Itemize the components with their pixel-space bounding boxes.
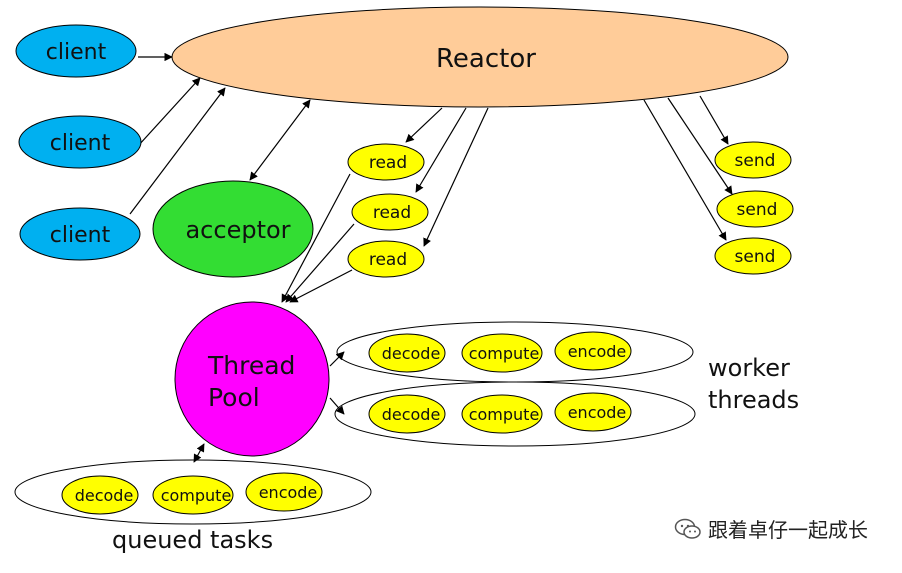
worker-2-decode-label: decode [382,405,441,424]
reactor-shape [171,6,789,108]
worker-1-decode-label: decode [382,344,441,363]
arrow-pool-worker1 [329,351,345,367]
arrow-reactor-send2 [667,97,733,195]
read-3 [347,240,425,278]
worker-1-encode [554,331,632,371]
client-2 [18,115,142,169]
connectors [129,52,733,463]
reactor-label: Reactor [436,44,536,74]
acceptor: acceptor [152,180,314,278]
client-1 [15,24,137,78]
arrow-acceptor-reactor [249,99,311,181]
worker-thread-2-container [334,381,696,447]
send-2 [716,190,794,228]
queued-decode [61,475,139,515]
worker-threads-caption-line1: worker [708,354,790,382]
acceptor-shape [152,180,314,278]
worker-2-encode-label: encode [568,403,627,422]
queued-compute [152,475,234,515]
arrow-reactor-read2 [415,107,467,193]
thread-pool: Thread Pool [174,301,330,457]
arrow-client3-reactor [129,87,226,215]
worker-2-encode [554,392,632,432]
queued-encode-label: encode [259,483,318,502]
reactor: Reactor [171,6,789,108]
worker-1-compute [461,333,543,373]
read-2-label: read [373,203,411,223]
queued-encode [245,472,323,512]
arrow-read1-pool [281,173,351,303]
read-1 [347,143,425,181]
client-3-label: client [50,223,111,248]
send-1-label: send [735,151,776,171]
send-3 [714,237,792,275]
arrow-read2-pool [285,223,355,303]
arrow-pool-worker2 [329,397,345,415]
read-2 [351,193,429,231]
arrow-reactor-read3 [423,107,489,247]
worker-1-encode-label: encode [568,342,627,361]
send-2-label: send [737,200,778,220]
thread-pool-label-line2: Pool [208,383,260,412]
send-handlers: send send send [714,141,794,275]
worker-1-decode [368,333,446,373]
arrow-reactor-send3 [643,99,727,241]
worker-2-compute [461,394,543,434]
watermark-text: 跟着卓仔一起成长 [708,518,868,542]
client-3 [19,207,141,261]
worker-thread-2: decode compute encode [334,381,696,447]
worker-1-compute-label: compute [469,344,540,363]
wechat-icon [674,518,701,539]
client-2-label: client [50,131,111,156]
queued-tasks-container [14,459,372,525]
watermark: 跟着卓仔一起成长 [674,514,868,543]
worker-thread-1: decode compute encode [336,321,694,383]
queued-tasks-caption: queued tasks [112,526,274,554]
arrow-read3-pool [289,269,353,303]
thread-pool-shape [174,301,330,457]
worker-2-compute-label: compute [469,405,540,424]
worker-threads-caption: worker threads [708,352,799,416]
worker-2-decode [368,394,446,434]
arrow-reactor-send1 [699,95,729,145]
arrow-client2-reactor [137,77,201,147]
read-1-label: read [369,153,407,173]
send-1 [714,141,792,179]
read-handlers: read read read [347,143,429,278]
worker-threads-caption-line2: threads [708,386,800,414]
queued-compute-label: compute [161,486,232,505]
read-3-label: read [369,250,407,270]
arrow-reactor-read1 [405,107,443,143]
arrow-pool-queue [193,443,205,463]
queued-tasks: decode compute encode [14,459,372,525]
client-1-label: client [46,40,107,65]
clients: client client client [15,24,142,261]
queued-decode-label: decode [75,486,134,505]
send-3-label: send [735,247,776,267]
thread-pool-label-line1: Thread [207,351,295,380]
acceptor-label: acceptor [185,216,290,244]
